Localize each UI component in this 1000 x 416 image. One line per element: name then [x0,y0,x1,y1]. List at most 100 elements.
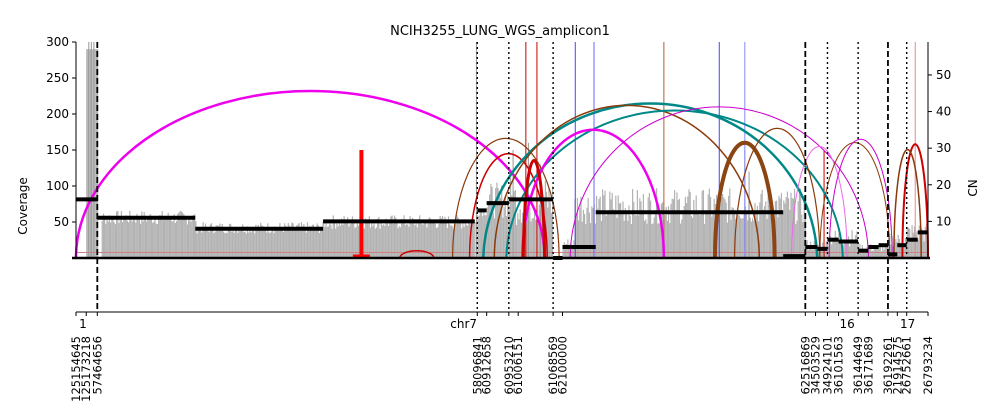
position-label: 62100000 [556,336,570,395]
coverage-bar [274,226,276,258]
coverage-bar [269,232,271,258]
y2-tick-label: 40 [936,105,951,119]
coverage-bar [514,190,516,258]
coverage-bar [734,210,736,258]
coverage-bar [236,227,238,258]
coverage-bar [218,225,220,258]
coverage-bar [578,220,580,258]
coverage-bar [443,222,445,258]
coverage-bar [726,222,728,258]
coverage-bar [675,213,677,258]
coverage-bar [168,218,170,258]
coverage-bar [874,248,877,258]
coverage-bar [227,227,229,258]
coverage-bar [672,199,674,258]
coverage-bar [171,221,173,258]
coverage-bar [414,225,416,258]
coverage-bar [803,195,805,258]
coverage-bar [226,233,228,258]
coverage-bar [450,225,452,258]
coverage-bar [356,222,358,258]
coverage-bar [797,201,799,258]
coverage-bar [680,223,682,258]
coverage-bar [437,227,439,258]
coverage-bar [597,208,599,258]
coverage-bar [152,222,154,258]
coverage-bar [855,235,857,258]
coverage-bar [255,224,257,258]
coverage-bar [470,226,472,258]
coverage-bar [240,230,243,258]
coverage-bar [507,195,509,258]
coverage-bar [258,229,261,258]
coverage-bar [550,212,552,258]
coverage-bar [107,221,109,258]
position-label: 34503529 [809,336,823,395]
coverage-bar [611,192,613,258]
coverage-bar [582,209,584,258]
coverage-bar [538,204,540,258]
coverage-bar [707,194,709,258]
chromosome-label: 16 [839,317,854,331]
coverage-bar [332,215,334,258]
coverage-bar [303,224,305,258]
coverage-bar [656,188,658,258]
coverage-bar [503,207,505,258]
coverage-bar [900,243,902,258]
y-tick-label: 300 [46,35,69,49]
coverage-bar [599,196,601,258]
coverage-bar [768,205,770,258]
coverage-bar [339,225,342,258]
coverage-bar [795,224,797,258]
coverage-bar [331,228,333,258]
coverage-bar [575,216,577,258]
coverage-bar [212,230,214,258]
coverage-bar [419,215,421,258]
coverage-bar [923,241,925,258]
coverage-bar [798,189,800,258]
coverage-bar [233,232,235,258]
coverage-bar [659,216,661,258]
coverage-bar [372,226,374,258]
coverage-bar [541,184,543,258]
coverage-bar [111,216,113,258]
coverage-bar [363,228,366,258]
coverage-bar [381,225,384,258]
coverage-bar [788,198,790,258]
coverage-bar [644,220,646,258]
coverage-bar [717,203,719,258]
coverage-bar [342,224,344,258]
coverage-bar [684,196,686,258]
coverage-bar [272,230,274,258]
coverage-bar [898,239,900,258]
coverage-bar [767,191,769,258]
coverage-bar [386,222,388,258]
coverage-bar [584,213,586,258]
coverage-bar [130,218,132,258]
coverage-bar [699,215,701,258]
breakpoint-arc [791,145,848,259]
coverage-bar [720,197,722,258]
coverage-bar [766,218,768,258]
coverage-bar [498,191,500,258]
coverage-bar [335,228,337,258]
coverage-bar [136,213,138,258]
coverage-bar [185,216,187,258]
coverage-bar [800,188,802,258]
coverage-bar [638,215,640,258]
coverage-bar [378,216,380,258]
coverage-bar [534,209,536,258]
coverage-bar [519,209,521,258]
coverage-bar [640,201,642,258]
coverage-bar [379,228,381,258]
coverage-bar [829,235,832,258]
coverage-bar [762,209,764,258]
coverage-bar [629,215,631,258]
coverage-bar [754,202,756,258]
coverage-bar [683,206,685,258]
coverage-bar [755,212,757,258]
coverage-bar [232,227,234,258]
coverage-bar [330,224,332,258]
coverage-bar [814,241,817,258]
coverage-bar [811,249,813,258]
